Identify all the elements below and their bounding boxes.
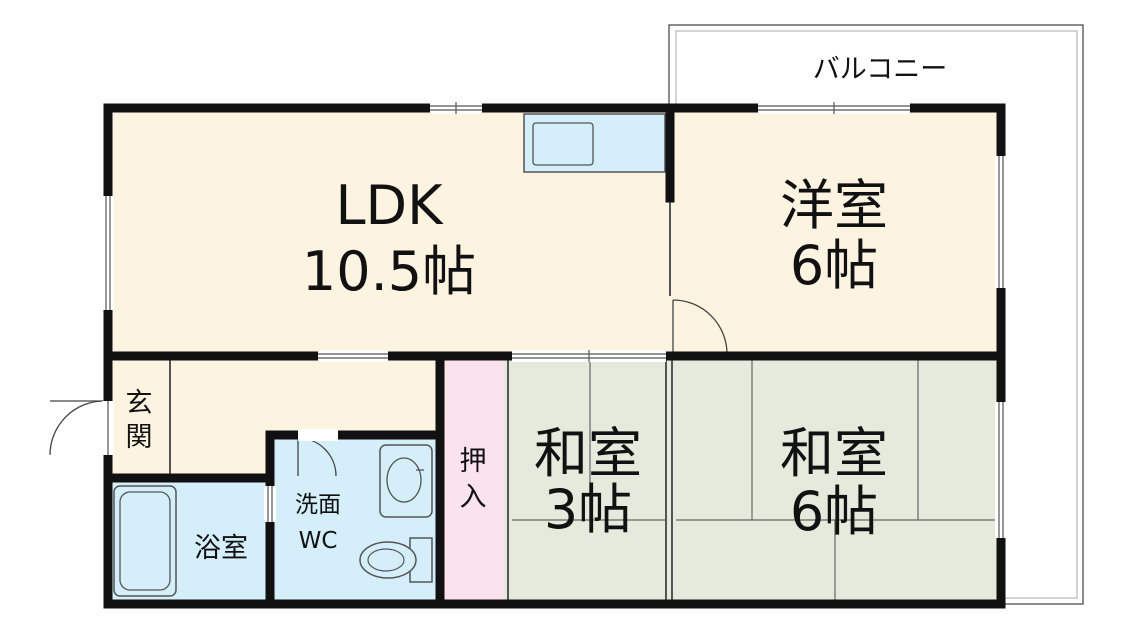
toilet-icon — [359, 537, 433, 583]
bath-label: 浴室 — [194, 533, 248, 564]
closet-floor — [440, 356, 504, 604]
western-room-size: 6帖 — [790, 234, 878, 297]
sink-icon — [532, 122, 594, 166]
entrance-label-2: 関 — [126, 422, 153, 453]
japanese-large-size: 6帖 — [790, 480, 878, 543]
japanese-large-name: 和室 — [780, 422, 888, 485]
room-labels: LDK 10.5帖 洋室 6帖 和室 3帖 和室 6帖 玄 関 浴室 洗面 WC… — [126, 174, 889, 564]
bathtub-icon — [113, 485, 177, 597]
japanese-small-size: 3帖 — [544, 478, 632, 541]
closet-label-1: 押 — [460, 446, 487, 477]
washroom-label-1: 洗面 — [295, 492, 341, 518]
ldk-name: LDK — [335, 174, 444, 237]
kitchen-counter — [523, 113, 666, 173]
washroom-label-2: WC — [299, 528, 338, 554]
door-swings — [49, 299, 728, 477]
western-room-floor — [670, 108, 1001, 356]
japanese-small-name: 和室 — [534, 422, 642, 485]
entrance-label-1: 玄 — [126, 388, 153, 419]
ldk-size: 10.5帖 — [302, 240, 476, 303]
tatami-lines — [512, 360, 996, 600]
japanese-small-floor — [504, 356, 670, 604]
closet-label-2: 入 — [460, 482, 487, 513]
balcony-label: バルコニー — [813, 54, 947, 85]
western-room-name: 洋室 — [780, 174, 888, 237]
windows — [102, 102, 1007, 538]
wash-basin-icon — [379, 444, 433, 518]
balcony: バルコニー — [668, 24, 1084, 605]
